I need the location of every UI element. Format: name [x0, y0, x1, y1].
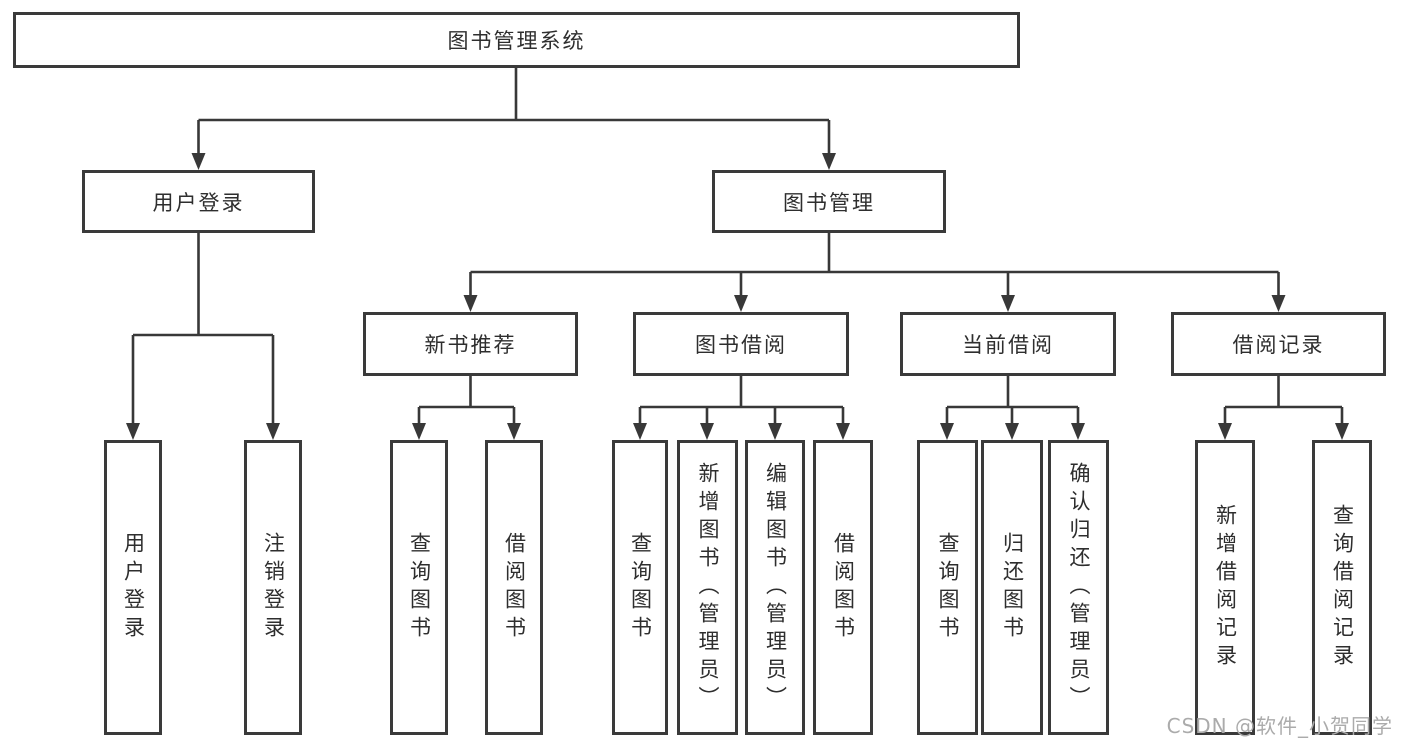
node-label: 查询图书 [936, 531, 960, 644]
node-label: 归还图书 [1000, 531, 1025, 644]
node-leaf-user-login: 用户登录 [104, 440, 162, 735]
node-label: 新增借阅记录 [1213, 503, 1238, 672]
node-label: 借阅记录 [1232, 333, 1325, 357]
connector-user-login-to-children [126, 233, 280, 440]
connector-new-book-rec-to-children [412, 376, 521, 440]
connector-book-mgmt-to-level3 [463, 233, 1286, 312]
node-label: 当前借阅 [962, 333, 1054, 357]
node-leaf-br-query-record: 查询借阅记录 [1312, 440, 1372, 735]
node-borrowing-records: 借阅记录 [1171, 312, 1386, 376]
node-leaf-logout: 注销登录 [244, 440, 302, 735]
node-leaf-cb-confirm-return-admin: 确认归还（管理员） [1048, 440, 1109, 735]
node-label: 用户登录 [121, 531, 146, 644]
node-label: 查询图书 [407, 531, 432, 644]
node-library-management-system: 图书管理系统 [13, 12, 1020, 68]
node-leaf-cb-return-books: 归还图书 [981, 440, 1043, 735]
node-label: 编辑图书（管理员） [763, 461, 788, 714]
node-label: 图书借阅 [695, 333, 787, 357]
node-current-borrowing: 当前借阅 [900, 312, 1116, 376]
node-label: 查询借阅记录 [1330, 503, 1355, 672]
node-leaf-br-add-record: 新增借阅记录 [1195, 440, 1255, 735]
node-label: 新增图书（管理员） [696, 461, 720, 714]
node-leaf-bb-borrow-books: 借阅图书 [813, 440, 873, 735]
node-label: 注销登录 [261, 531, 286, 644]
csdn-watermark: CSDN @软件_小贺同学 [1166, 714, 1393, 738]
connector-current-borrow-to-children [940, 376, 1085, 440]
node-label: 确认归还（管理员） [1067, 461, 1091, 714]
node-leaf-nbr-query-books: 查询图书 [390, 440, 448, 735]
node-leaf-bb-query-books: 查询图书 [612, 440, 668, 735]
connector-book-borrow-to-children [633, 376, 850, 440]
node-label: 图书管理 [783, 190, 875, 215]
node-leaf-bb-edit-books-admin: 编辑图书（管理员） [745, 440, 805, 735]
node-label: 查询图书 [628, 531, 653, 644]
node-label: 借阅图书 [502, 531, 527, 644]
node-book-borrowing: 图书借阅 [633, 312, 849, 376]
node-book-management-branch: 图书管理 [712, 170, 946, 233]
node-leaf-bb-add-books-admin: 新增图书（管理员） [677, 440, 738, 735]
node-leaf-cb-query-books: 查询图书 [917, 440, 978, 735]
node-user-login-branch: 用户登录 [82, 170, 315, 233]
node-label: 借阅图书 [831, 531, 856, 644]
node-label: 用户登录 [152, 190, 245, 215]
connector-root-to-level2 [191, 68, 836, 170]
connector-borrow-records-to-children [1218, 376, 1349, 440]
node-new-book-recommendation: 新书推荐 [363, 312, 578, 376]
node-label: 新书推荐 [424, 333, 517, 357]
node-leaf-nbr-borrow-books: 借阅图书 [485, 440, 543, 735]
node-label: 图书管理系统 [447, 29, 586, 53]
